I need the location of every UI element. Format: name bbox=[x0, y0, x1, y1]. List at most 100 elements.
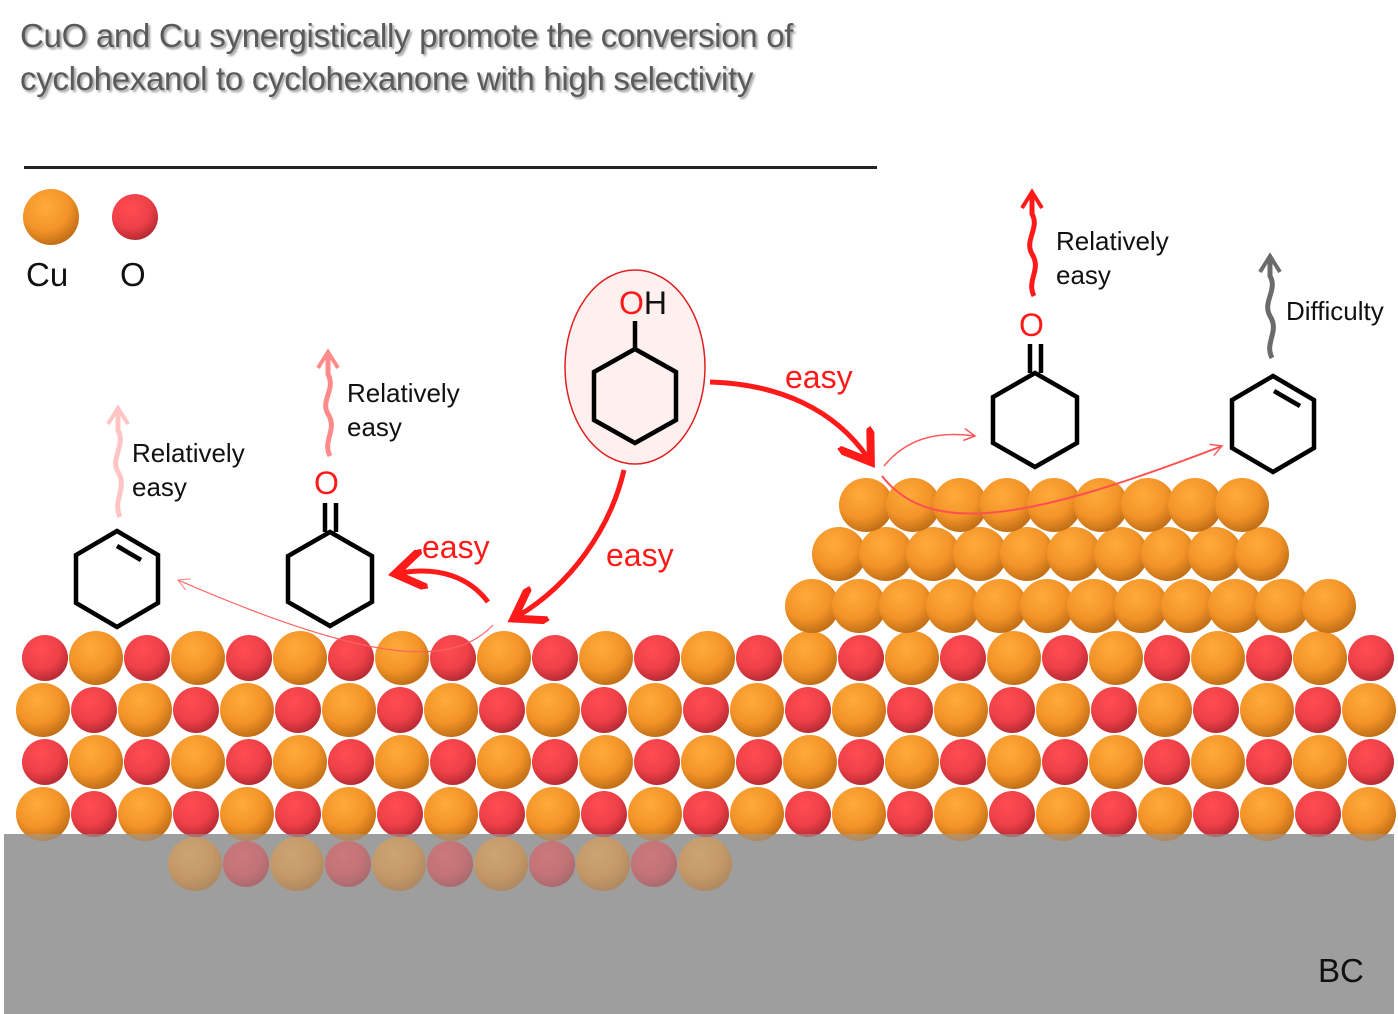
o-atom bbox=[736, 635, 782, 681]
o-atom bbox=[683, 687, 729, 733]
o-atom bbox=[226, 635, 272, 681]
cu-atom bbox=[1138, 683, 1192, 737]
cu-particle-atom bbox=[1168, 478, 1222, 532]
cu-particle-atom bbox=[1141, 527, 1195, 581]
arrowhead-right-ketone bbox=[1020, 188, 1044, 210]
cu-atom bbox=[628, 787, 682, 841]
cu-atom bbox=[783, 735, 837, 789]
o-atom bbox=[377, 791, 423, 837]
o-atom bbox=[940, 739, 986, 785]
cu-atom bbox=[987, 631, 1041, 685]
cu-atom bbox=[1036, 683, 1090, 737]
o-atom bbox=[1246, 635, 1292, 681]
label-line1: Relatively bbox=[347, 378, 460, 408]
o-atom bbox=[581, 791, 627, 837]
cu-atom bbox=[628, 683, 682, 737]
o-atom bbox=[173, 687, 219, 733]
cu-particle-atom bbox=[1000, 527, 1054, 581]
o-atom bbox=[940, 635, 986, 681]
legend-o-label: O bbox=[120, 256, 146, 293]
atom-lattice bbox=[16, 478, 1396, 891]
cu-particle-atom bbox=[1067, 579, 1121, 633]
ketone-left-oxygen: O bbox=[314, 465, 339, 501]
cu-atom bbox=[477, 631, 531, 685]
cu-atom bbox=[171, 735, 225, 789]
legend-cu-sphere bbox=[23, 189, 79, 245]
easy-label-cuo-ketone: easy bbox=[422, 529, 490, 565]
cu-particle-atom bbox=[926, 579, 980, 633]
o-atom bbox=[124, 739, 170, 785]
cu-atom bbox=[1089, 735, 1143, 789]
cu-atom bbox=[220, 787, 274, 841]
o-atom bbox=[1193, 687, 1239, 733]
o-atom bbox=[785, 791, 831, 837]
o-atom bbox=[1091, 687, 1137, 733]
cu-atom bbox=[1089, 631, 1143, 685]
o-atom bbox=[22, 739, 68, 785]
o-atom bbox=[1295, 687, 1341, 733]
o-atom bbox=[1348, 739, 1394, 785]
o-atom bbox=[581, 687, 627, 733]
cu-particle-atom bbox=[973, 579, 1027, 633]
desorption-wave-right-ketone bbox=[1027, 194, 1038, 298]
o-atom bbox=[328, 739, 374, 785]
cu-particle-atom bbox=[1215, 478, 1269, 532]
o-atom bbox=[785, 687, 831, 733]
cu-atom bbox=[424, 683, 478, 737]
cu-atom bbox=[69, 735, 123, 789]
cu-atom bbox=[579, 631, 633, 685]
cu-particle-atom bbox=[832, 579, 886, 633]
cu-atom bbox=[322, 787, 376, 841]
substrate-label: BC bbox=[1318, 952, 1364, 989]
reactant-highlight-ellipse bbox=[564, 269, 706, 465]
ketone-right-oxygen: O bbox=[1019, 307, 1044, 343]
substrate-overlay bbox=[4, 834, 1394, 1014]
o-atom bbox=[634, 635, 680, 681]
o-atom bbox=[1042, 635, 1088, 681]
arrow-to-cu-surface bbox=[709, 379, 868, 458]
cu-atom bbox=[681, 631, 735, 685]
legend-cu-label: Cu bbox=[26, 256, 69, 293]
arrowhead-right-alkene bbox=[1258, 252, 1282, 274]
cyclohexanol-structure bbox=[591, 321, 679, 446]
cu-particle-atom bbox=[953, 527, 1007, 581]
cu-atom bbox=[118, 787, 172, 841]
cu-particle-atom bbox=[812, 527, 866, 581]
cu-atom bbox=[1036, 787, 1090, 841]
o-atom bbox=[124, 635, 170, 681]
cu-particle-atom bbox=[1302, 579, 1356, 633]
cu-atom bbox=[934, 683, 988, 737]
arrow-cuo-to-ketone bbox=[400, 571, 490, 604]
cu-atom bbox=[16, 787, 70, 841]
o-atom bbox=[989, 687, 1035, 733]
cu-atom bbox=[987, 735, 1041, 789]
cu-atom bbox=[1342, 683, 1396, 737]
right-alkene-desorption-label: Difficulty bbox=[1286, 294, 1384, 328]
left-alkene-desorption-label: Relatively easy bbox=[132, 436, 245, 504]
arrow-to-cuo-surface bbox=[518, 469, 627, 616]
label-line2: easy bbox=[1056, 260, 1111, 290]
cu-particle-atom bbox=[933, 478, 987, 532]
o-atom bbox=[736, 739, 782, 785]
cu-atom bbox=[730, 683, 784, 737]
cu-atom bbox=[832, 683, 886, 737]
cu-atom bbox=[681, 735, 735, 789]
cu-particle-atom bbox=[1074, 478, 1128, 532]
cu-particle-atom bbox=[1114, 579, 1168, 633]
diagram-title: CuO and Cu synergistically promote the c… bbox=[20, 17, 794, 97]
cu-atom bbox=[375, 631, 429, 685]
arrowhead-left-alkene bbox=[106, 404, 130, 426]
cyclohexene-left-structure bbox=[73, 528, 161, 630]
cu-particle-atom bbox=[1094, 527, 1148, 581]
arrow-cu-to-alkene bbox=[881, 443, 1224, 515]
o-atom bbox=[479, 687, 525, 733]
o-atom bbox=[430, 739, 476, 785]
cu-atom bbox=[375, 735, 429, 789]
o-atom bbox=[377, 687, 423, 733]
cu-atom bbox=[1240, 787, 1294, 841]
o-atom bbox=[1193, 791, 1239, 837]
o-atom bbox=[1246, 739, 1292, 785]
legend-o-sphere bbox=[112, 194, 158, 240]
